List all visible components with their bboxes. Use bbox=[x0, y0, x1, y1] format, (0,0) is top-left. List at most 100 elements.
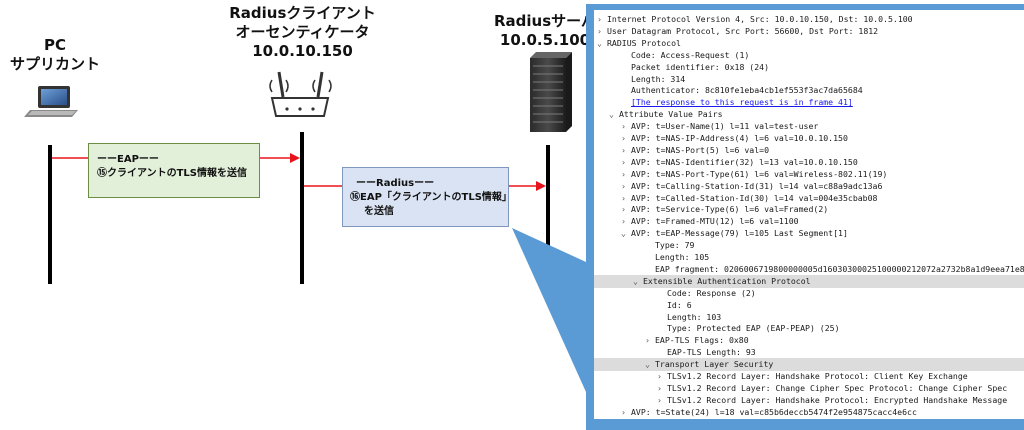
tree-row[interactable]: Type: 79 bbox=[594, 239, 694, 252]
tree-row[interactable]: › EAP-TLS Flags: 0x80 bbox=[594, 334, 749, 347]
tree-row[interactable]: ›AVP: t=Called-Station-Id(30) l=14 val=0… bbox=[594, 192, 877, 205]
server-label: Radiusサーバ bbox=[493, 12, 596, 30]
collapsed-chevron-icon[interactable]: › bbox=[657, 394, 662, 405]
pc-label: PC bbox=[43, 36, 66, 54]
tree-row[interactable]: › AVP: t=State(24) l=18 val=c85b6deccb547… bbox=[594, 406, 917, 419]
tree-row-text: AVP: t=NAS-Port-Type(61) l=6 val=Wireles… bbox=[631, 168, 888, 179]
authenticator-label: Radiusクライアント bbox=[229, 4, 376, 22]
tree-row[interactable]: ⌄ Transport Layer Security bbox=[594, 358, 1024, 372]
collapsed-chevron-icon[interactable]: › bbox=[621, 216, 626, 227]
laptop-icon bbox=[24, 86, 78, 117]
eap-message-text: ⑮クライアントのTLS情報を送信 bbox=[97, 168, 247, 179]
tree-row[interactable]: Length: 314 bbox=[594, 73, 685, 86]
authenticator-role: オーセンティケータ bbox=[235, 23, 370, 41]
eap-message-title: ーーEAPーー bbox=[97, 154, 159, 165]
collapsed-chevron-icon[interactable]: › bbox=[621, 180, 626, 191]
tree-row[interactable]: Length: 103 bbox=[594, 311, 721, 324]
tree-row[interactable]: ⌄ Attribute Value Pairs bbox=[594, 108, 723, 121]
tree-row-text: [The response to this request is in fram… bbox=[631, 97, 853, 108]
collapsed-chevron-icon[interactable]: › bbox=[657, 371, 662, 381]
collapsed-chevron-icon[interactable]: › bbox=[621, 406, 626, 417]
tree-row[interactable]: › AVP: t=Service-Type(6) l=6 val=Framed(2… bbox=[594, 203, 828, 216]
tree-row[interactable]: Packet identifier: 0x18 (24) bbox=[594, 61, 769, 74]
tree-row-text: Length: 103 bbox=[667, 311, 722, 322]
tree-row[interactable]: Length: 105 bbox=[594, 251, 709, 264]
router-icon bbox=[269, 71, 332, 117]
callout-wedge bbox=[512, 228, 586, 392]
tree-row[interactable]: › AVP: t=NAS-Identifier(32) l=13 val=10.0… bbox=[594, 156, 858, 169]
server-title: Radiusサーバ 10.0.5.100 bbox=[480, 12, 610, 50]
tree-row-text: TLSv1.2 Record Layer: Handshake Protocol… bbox=[667, 371, 968, 381]
tree-row[interactable]: ›AVP: t=NAS-IP-Address(4) l=6 val=10.0.1… bbox=[594, 132, 848, 145]
collapsed-chevron-icon[interactable]: › bbox=[621, 156, 626, 167]
collapsed-chevron-icon[interactable]: › bbox=[621, 133, 626, 143]
tree-row[interactable]: ›AVP: t=Calling-Station-Id(31) l=14 val=… bbox=[594, 180, 882, 193]
radius-message-text: ⑯EAP「クライアントのTLS情報」 bbox=[350, 192, 512, 203]
radius-message-box: ーーRadiusーー ⑯EAP「クライアントのTLS情報」 を送信 bbox=[342, 167, 512, 227]
tree-row[interactable]: › TLSv1.2 Record Layer: Change Cipher Spe… bbox=[594, 382, 1007, 395]
pc-role: サプリカント bbox=[10, 55, 101, 73]
tree-row-text: Type: 79 bbox=[655, 240, 695, 251]
server-ip: 10.0.5.100 bbox=[499, 31, 591, 49]
tree-row[interactable]: Authenticator: 8c810fe1eba4cb1ef553f3ac7… bbox=[594, 84, 863, 97]
tree-row-text: AVP: t=NAS-Identifier(32) l=13 val=10.0.… bbox=[631, 156, 858, 167]
tree-row-text: AVP: t=State(24) l=18 val=c85b6deccb5474… bbox=[631, 406, 917, 417]
tree-row-text: AVP: t=NAS-Port(5) l=6 val=0 bbox=[631, 144, 770, 155]
collapsed-chevron-icon[interactable]: › bbox=[645, 335, 650, 346]
tree-row[interactable]: Type: Protected EAP (EAP-PEAP) (25) bbox=[594, 322, 840, 335]
tree-row[interactable]: ›TLSv1.2 Record Layer: Handshake Protoco… bbox=[594, 394, 1007, 407]
radius-message-title: ーーRadiusーー bbox=[356, 178, 435, 189]
tree-row-text: Packet identifier: 0x18 (24) bbox=[631, 61, 770, 72]
tree-row[interactable]: ⌄ Extensible Authentication Protocol bbox=[594, 274, 1024, 288]
collapsed-chevron-icon[interactable]: › bbox=[621, 144, 626, 155]
tree-row-text: AVP: t=Service-Type(6) l=6 val=Framed(2) bbox=[631, 204, 829, 215]
pc-title: PC サプリカント bbox=[10, 36, 100, 74]
tree-row[interactable]: EAP fragment: 0206006719800000005d160303… bbox=[594, 263, 1024, 276]
tree-row-text: AVP: t=EAP-Message(79) l=105 Last Segmen… bbox=[631, 228, 848, 239]
server-rack-icon bbox=[530, 52, 572, 132]
packet-tree: › Internet Protocol Version 4, Src: 10.0.… bbox=[594, 10, 1024, 419]
tree-row-text: Attribute Value Pairs bbox=[619, 109, 723, 120]
tree-row-text: Length: 105 bbox=[655, 252, 710, 262]
collapsed-chevron-icon[interactable]: › bbox=[621, 121, 626, 132]
collapsed-chevron-icon[interactable]: › bbox=[621, 168, 626, 179]
tree-row[interactable]: › AVP: t=NAS-Port-Type(61) l=6 val=Wirele… bbox=[594, 168, 887, 181]
tree-row[interactable]: › AVP: t=User-Name(1) l=11 val=test-user bbox=[594, 120, 818, 133]
radius-message-text-2: を送信 bbox=[364, 206, 394, 217]
tree-row[interactable]: Id: 6 bbox=[594, 299, 692, 312]
expanded-chevron-icon[interactable]: ⌄ bbox=[633, 275, 638, 286]
tree-row[interactable]: ⌄RADIUS Protocol bbox=[594, 37, 681, 50]
authenticator-title: Radiusクライアント オーセンティケータ 10.0.10.150 bbox=[225, 4, 380, 61]
collapsed-chevron-icon[interactable]: › bbox=[597, 25, 602, 36]
collapsed-chevron-icon[interactable]: › bbox=[597, 14, 602, 24]
tree-row-text: AVP: t=User-Name(1) l=11 val=test-user bbox=[631, 121, 819, 132]
expanded-chevron-icon[interactable]: ⌄ bbox=[621, 228, 626, 239]
tree-row-text: Authenticator: 8c810fe1eba4cb1ef553f3ac7… bbox=[631, 85, 863, 96]
tree-row-text: Code: Response (2) bbox=[667, 287, 756, 298]
collapsed-chevron-icon[interactable]: › bbox=[621, 204, 626, 215]
tree-row-text: Code: Access-Request (1) bbox=[631, 49, 750, 60]
tree-row-text: Extensible Authentication Protocol bbox=[643, 275, 811, 286]
collapsed-chevron-icon[interactable]: › bbox=[621, 192, 626, 203]
tree-row[interactable]: [The response to this request is in fram… bbox=[594, 96, 853, 109]
tree-row[interactable]: › Internet Protocol Version 4, Src: 10.0.… bbox=[594, 13, 913, 26]
tree-row-text: Transport Layer Security bbox=[655, 359, 774, 370]
tree-row[interactable]: Code: Response (2) bbox=[594, 287, 756, 300]
tree-row-text: User Datagram Protocol, Src Port: 56600,… bbox=[607, 25, 879, 36]
sequence-diagram bbox=[24, 52, 586, 392]
expanded-chevron-icon[interactable]: ⌄ bbox=[645, 359, 650, 370]
tree-row[interactable]: ⌄ AVP: t=EAP-Message(79) l=105 Last Segme… bbox=[594, 227, 848, 240]
tree-row[interactable]: › TLSv1.2 Record Layer: Handshake Protoco… bbox=[594, 370, 968, 383]
tree-row[interactable]: ›AVP: t=Framed-MTU(12) l=6 val=1100 bbox=[594, 215, 799, 228]
tree-row-text: TLSv1.2 Record Layer: Change Cipher Spec… bbox=[667, 382, 1008, 393]
expanded-chevron-icon[interactable]: ⌄ bbox=[609, 109, 614, 120]
collapsed-chevron-icon[interactable]: › bbox=[657, 382, 662, 393]
tree-row[interactable]: › AVP: t=NAS-Port(5) l=6 val=0 bbox=[594, 144, 769, 157]
tree-row[interactable]: › User Datagram Protocol, Src Port: 56600… bbox=[594, 25, 878, 38]
expanded-chevron-icon[interactable]: ⌄ bbox=[597, 37, 602, 48]
tree-row-text: Internet Protocol Version 4, Src: 10.0.1… bbox=[607, 14, 913, 24]
tree-row[interactable]: EAP-TLS Length: 93 bbox=[594, 346, 756, 359]
eap-message-box: ーーEAPーー ⑮クライアントのTLS情報を送信 bbox=[88, 143, 260, 198]
tree-row[interactable]: Code: Access-Request (1) bbox=[594, 49, 749, 62]
tree-row-text: EAP-TLS Flags: 0x80 bbox=[655, 335, 749, 346]
